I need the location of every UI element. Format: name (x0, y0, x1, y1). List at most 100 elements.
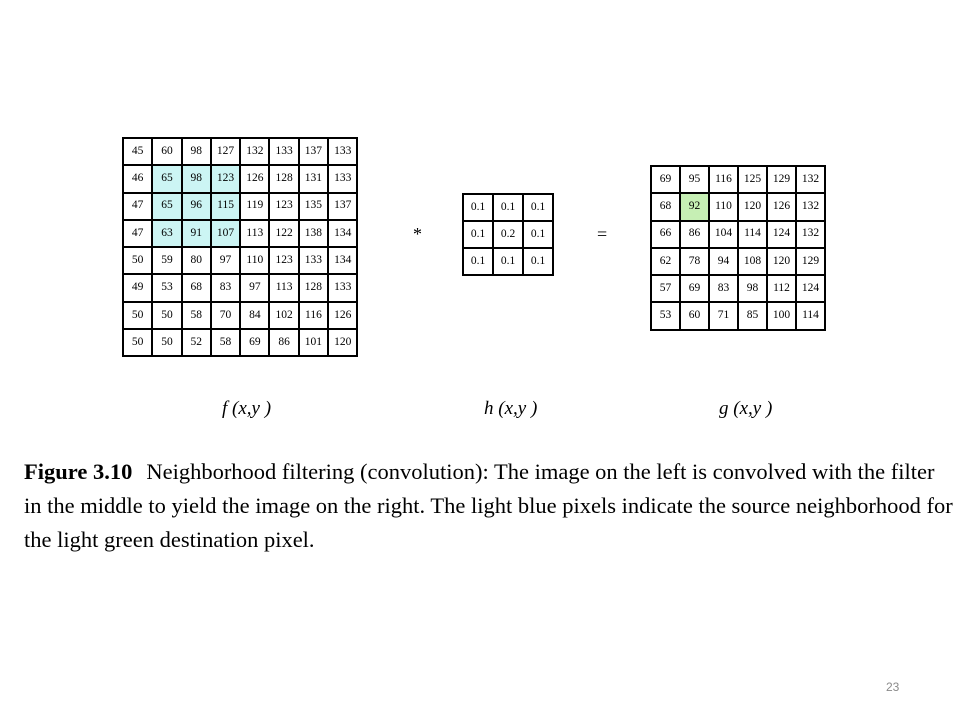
f-grid-cell: 96 (180, 191, 212, 221)
h-grid-cell: 0.1 (522, 193, 554, 222)
f-grid-cell: 123 (268, 191, 300, 221)
g-grid-cell: 129 (795, 246, 826, 277)
g-grid-cell: 125 (737, 164, 768, 195)
g-grid-cell: 68 (650, 192, 681, 222)
f-grid-cell: 138 (297, 218, 330, 249)
f-grid-cell: 80 (180, 246, 212, 276)
f-grid-cell: 86 (268, 328, 300, 358)
g-grid-cell: 132 (795, 192, 826, 222)
convolution-operator: * (413, 224, 422, 244)
h-grid-cell: 0.1 (522, 247, 554, 276)
g-grid-cell: 98 (737, 274, 768, 304)
f-grid-cell: 126 (327, 300, 359, 331)
g-grid-cell: 57 (650, 274, 681, 304)
f-grid-cell: 47 (121, 218, 154, 249)
f-grid-cell: 134 (327, 218, 359, 249)
g-grid-cell: 114 (795, 301, 826, 331)
g-grid-cell: 69 (679, 274, 710, 304)
f-grid-cell: 115 (209, 191, 242, 221)
f-grid-cell: 98 (180, 136, 212, 167)
f-grid-cell: 127 (209, 136, 242, 167)
f-grid-cell: 107 (209, 218, 242, 249)
f-grid-cell: 65 (151, 164, 183, 194)
g-grid-cell: 92 (679, 192, 710, 222)
g-grid-cell: 112 (766, 274, 797, 304)
f-grid-cell: 53 (151, 273, 183, 303)
f-grid-cell: 50 (121, 300, 154, 331)
g-grid-cell: 94 (708, 246, 739, 277)
g-grid-cell: 83 (708, 274, 739, 304)
label-h: h (x,y ) (484, 398, 538, 419)
f-grid-cell: 45 (121, 136, 154, 167)
f-grid-cell: 128 (268, 164, 300, 194)
g-grid-cell: 116 (708, 164, 739, 195)
h-grid-cell: 0.1 (492, 193, 524, 222)
f-grid-cell: 123 (268, 246, 300, 276)
f-grid-cell: 137 (297, 136, 330, 167)
g-grid-cell: 129 (766, 164, 797, 195)
f-grid-cell: 134 (327, 246, 359, 276)
g-grid-cell: 104 (708, 219, 739, 249)
f-grid-cell: 50 (121, 246, 154, 276)
page-number: 23 (886, 680, 900, 694)
g-grid-cell: 124 (795, 274, 826, 304)
f-grid-cell: 63 (151, 218, 183, 249)
f-grid-cell: 133 (268, 136, 300, 167)
g-grid-cell: 120 (737, 192, 768, 222)
f-grid-cell: 122 (268, 218, 300, 249)
f-grid-cell: 91 (180, 218, 212, 249)
g-grid-cell: 100 (766, 301, 797, 331)
h-grid-cell: 0.1 (462, 220, 494, 249)
f-grid-cell: 98 (180, 164, 212, 194)
figure-number: Figure 3.10 (24, 459, 133, 484)
g-grid-cell: 110 (708, 192, 739, 222)
f-grid-cell: 58 (209, 328, 242, 358)
f-grid-cell: 120 (327, 328, 359, 358)
g-grid-cell: 62 (650, 246, 681, 277)
f-grid-cell: 110 (239, 246, 271, 276)
g-grid-cell: 114 (737, 219, 768, 249)
g-grid-cell: 120 (766, 246, 797, 277)
h-grid-cell: 0.1 (462, 247, 494, 276)
h-grid-cell: 0.1 (492, 247, 524, 276)
h-grid-cell: 0.1 (462, 193, 494, 222)
f-grid-cell: 50 (121, 328, 154, 358)
f-grid-cell: 46 (121, 164, 154, 194)
g-grid-cell: 95 (679, 164, 710, 195)
f-grid-cell: 97 (239, 273, 271, 303)
f-grid-cell: 84 (239, 300, 271, 331)
caption-text: Neighborhood filtering (convolution): Th… (24, 459, 953, 552)
f-grid-cell: 133 (327, 273, 359, 303)
f-grid-cell: 137 (327, 191, 359, 221)
f-grid-cell: 65 (151, 191, 183, 221)
f-grid-cell: 133 (327, 136, 359, 167)
g-grid-cell: 132 (795, 164, 826, 195)
f-grid-cell: 133 (297, 246, 330, 276)
g-grid-cell: 69 (650, 164, 681, 195)
f-grid-cell: 70 (209, 300, 242, 331)
equals-operator: = (597, 224, 608, 244)
f-grid-cell: 58 (180, 300, 212, 331)
g-grid-cell: 71 (708, 301, 739, 331)
g-grid-cell: 108 (737, 246, 768, 277)
f-grid-cell: 123 (209, 164, 242, 194)
f-grid-cell: 135 (297, 191, 330, 221)
f-grid-cell: 128 (297, 273, 330, 303)
f-grid-cell: 59 (151, 246, 183, 276)
